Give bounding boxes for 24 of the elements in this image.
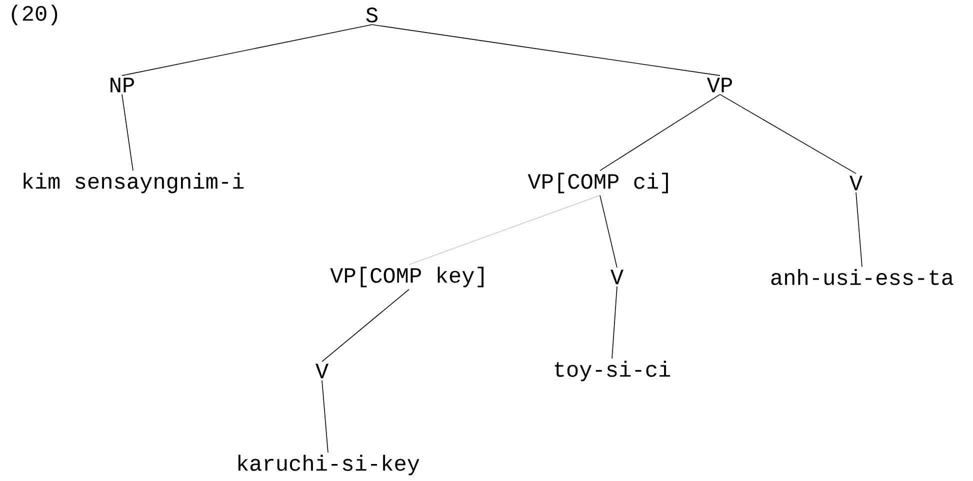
tree-branch [372, 24, 720, 76]
tree-node-label: toy-si-ci [554, 360, 670, 382]
tree-node-label: VP[COMP ci] [528, 172, 668, 194]
tree-node-label: V [850, 176, 862, 190]
tree-branch [600, 195, 618, 268]
tree-branch [122, 94, 134, 171]
tree-node-label: karuchi-si-key [238, 454, 420, 476]
tree-node-label: kim sensayngnim-i [24, 172, 244, 194]
tree-node-label: NP [110, 78, 134, 92]
tree-branch [122, 24, 372, 76]
tree-node-label: S [366, 8, 378, 22]
tree-branch [856, 192, 862, 268]
tree-branch [408, 195, 600, 265]
tree-node-label: VP [706, 78, 732, 92]
tree-node-label: V [610, 270, 624, 284]
tree-node-label: V [316, 364, 328, 378]
tree-branch [600, 94, 720, 171]
tree-branch [612, 286, 618, 359]
tree-node-label: anh-usi-ess-ta [771, 268, 954, 286]
tree-branch [720, 94, 856, 174]
tree-branch [322, 380, 328, 453]
tree-node-label: VP[COMP key] [330, 266, 484, 288]
example-number: (20) [12, 4, 58, 26]
tree-branch [322, 289, 410, 362]
